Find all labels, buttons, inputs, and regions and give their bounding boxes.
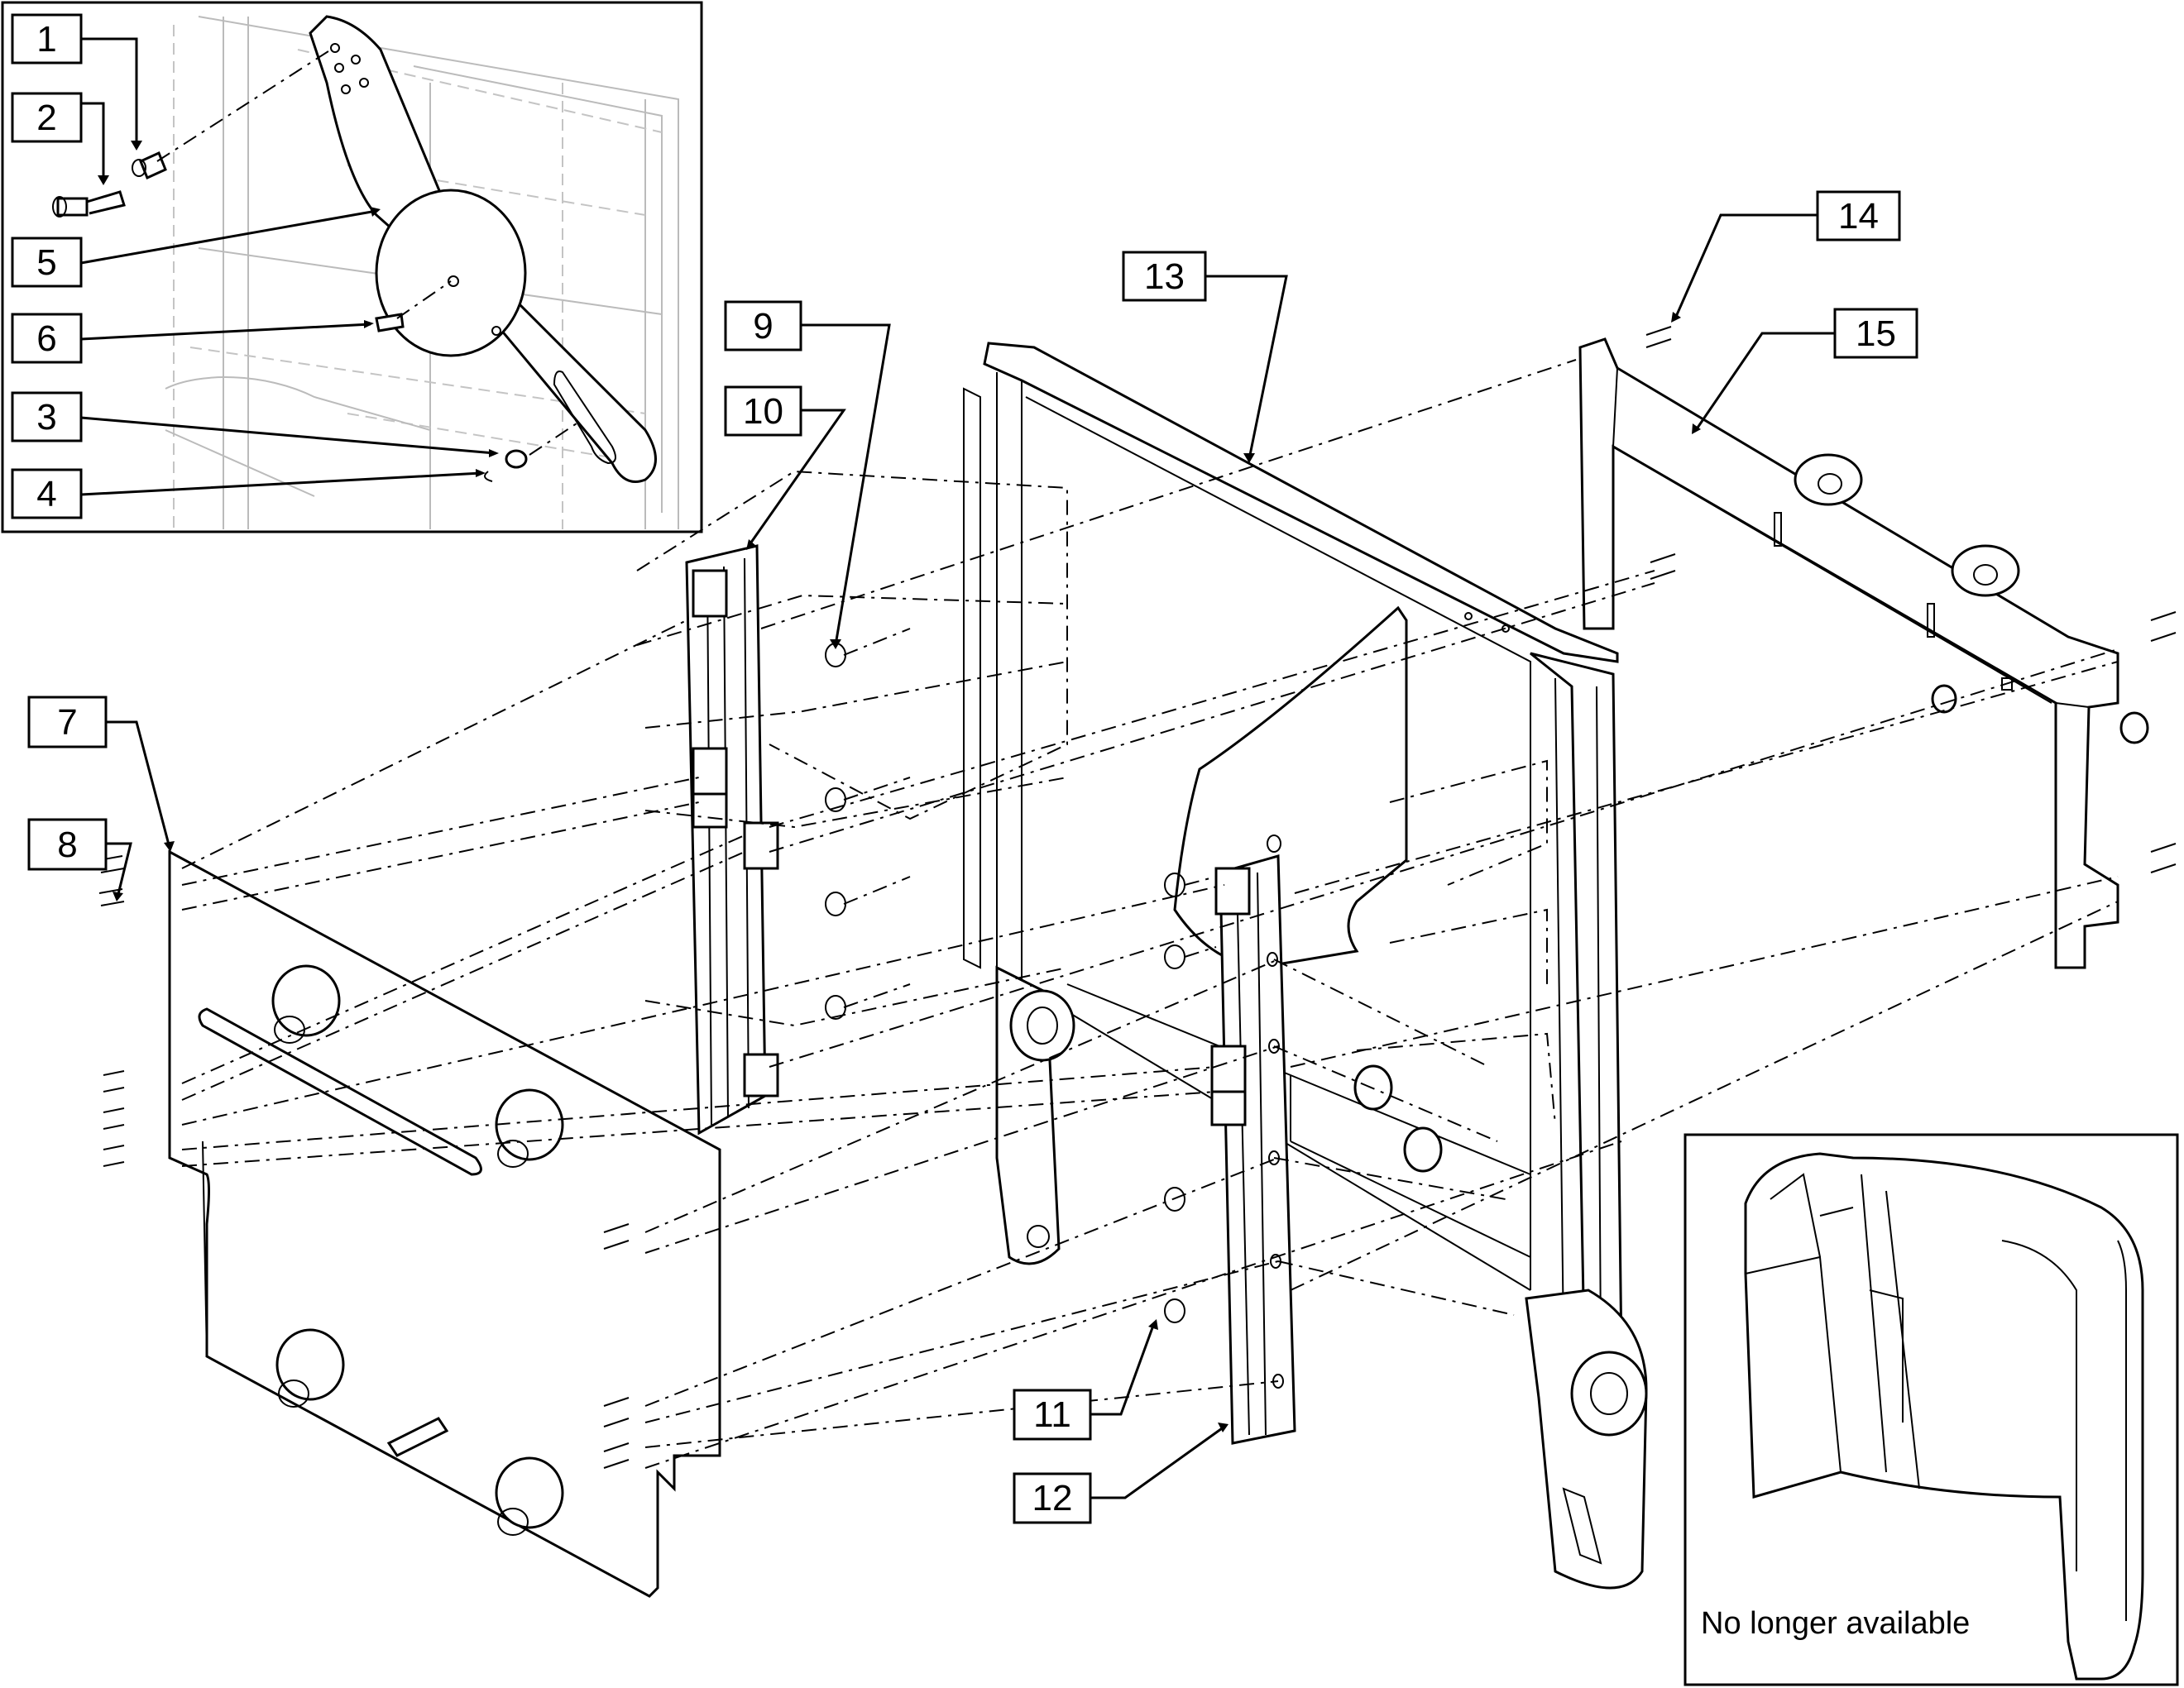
callout-12: 12	[1013, 1472, 1092, 1524]
callout-8-text: 8	[57, 825, 77, 865]
callout-2-text: 2	[36, 98, 56, 138]
callout-14-text: 14	[1838, 196, 1879, 237]
callout-15-text: 15	[1856, 313, 1896, 354]
callout-15: 15	[1833, 308, 1918, 359]
clip-part-4	[484, 471, 493, 482]
callout-11: 11	[1013, 1389, 1092, 1441]
callout-12-text: 12	[1032, 1478, 1073, 1518]
discontinued-part-inset: No longer available	[1684, 1133, 2179, 1686]
callout-10: 10	[724, 385, 802, 437]
callout-leaders	[106, 213, 1835, 1499]
callout-10-text: 10	[743, 391, 783, 432]
shroud-part-illustration	[1744, 1152, 2144, 1681]
callout-4-text: 4	[36, 474, 56, 514]
callout-7: 7	[27, 696, 108, 748]
side-plate-part-7	[168, 849, 721, 1598]
callout-9-text: 9	[753, 306, 773, 347]
callout-2: 2	[11, 92, 83, 143]
slide-rail-part-12	[1210, 834, 1296, 1445]
slide-rail-part-10	[685, 544, 779, 1136]
screw-part-2	[56, 190, 126, 217]
callout-13: 13	[1122, 251, 1207, 302]
callout-5-text: 5	[36, 242, 56, 283]
callout-labels: 1 2 5 6 3 4 9 10 13 14 15 7 8 11 12	[11, 13, 1918, 1524]
callout-4: 4	[11, 468, 83, 519]
main-assembly	[98, 326, 2177, 1598]
callout-6-text: 6	[36, 318, 56, 359]
callout-9: 9	[724, 300, 802, 351]
slot	[198, 1007, 482, 1176]
callout-13-text: 13	[1144, 256, 1185, 297]
disc-plate	[375, 189, 527, 357]
callout-14: 14	[1816, 190, 1901, 241]
callout-6: 6	[11, 313, 83, 364]
screws-part-8	[98, 855, 630, 1469]
callout-7-text: 7	[57, 702, 77, 743]
callout-8: 8	[27, 818, 108, 871]
callout-1: 1	[11, 13, 83, 65]
callout-1-text: 1	[36, 19, 56, 60]
detail-inset-top-left	[1, 1, 703, 533]
screws-part-14	[1645, 326, 2177, 873]
callout-11-text: 11	[1033, 1394, 1071, 1435]
callout-3-text: 3	[36, 397, 56, 438]
screws-part-11	[1164, 873, 1185, 1323]
callout-3: 3	[11, 391, 83, 442]
back-plate-part-15	[1578, 337, 2149, 969]
callout-5: 5	[11, 237, 83, 288]
screw-part-6	[375, 313, 405, 332]
no-longer-available-note: No longer available	[1701, 1606, 1970, 1641]
bushing-part-3	[505, 449, 528, 469]
crank-arm	[309, 15, 657, 483]
